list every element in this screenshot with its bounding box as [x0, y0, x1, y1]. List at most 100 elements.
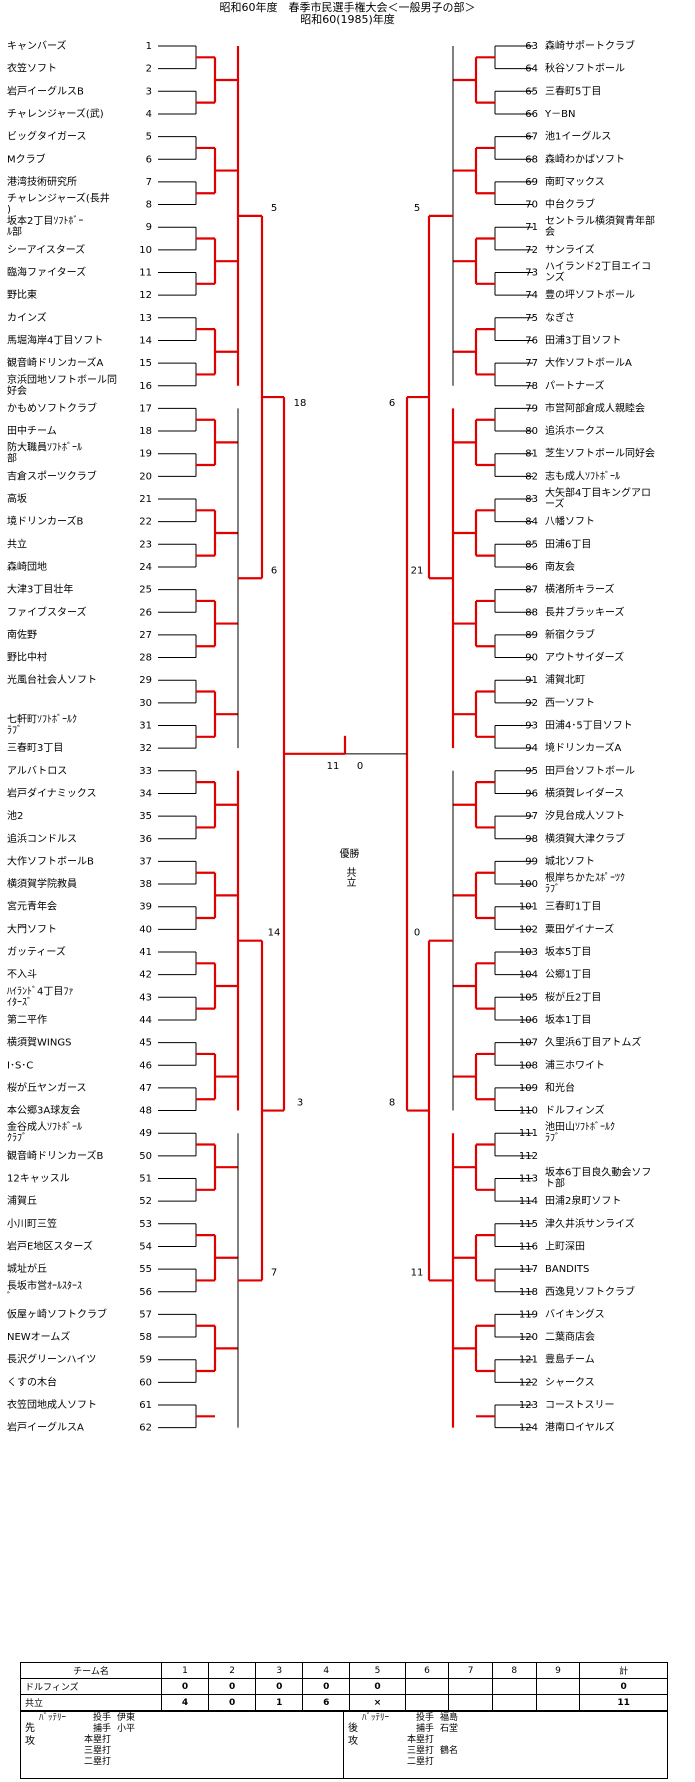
- team-name: 浦三ホワイト: [545, 1058, 605, 1071]
- team-number: 29: [139, 675, 152, 686]
- team-name: 田浦3丁目ソフト: [545, 333, 621, 346]
- team-name: 吉倉スポーツクラブ: [7, 469, 97, 482]
- team-name: 久里浜6丁目アトムズ: [545, 1036, 641, 1049]
- team-number: 12: [139, 290, 152, 301]
- team-name: 横須賀WINGS: [7, 1036, 71, 1049]
- team-number: 54: [139, 1241, 152, 1252]
- team-name: ンズ: [545, 271, 565, 284]
- team-number: 31: [139, 721, 152, 732]
- team-name: 横須賀レイダース: [545, 786, 624, 799]
- team-name: 池1イーグルス: [545, 130, 611, 143]
- team-number: 47: [139, 1083, 152, 1094]
- team-number: 15: [139, 358, 152, 369]
- team-name: ト部: [545, 1177, 565, 1190]
- team-number: 17: [139, 403, 152, 414]
- team-name: ｸﾗﾌﾞ: [7, 1132, 27, 1144]
- team-name: 森崎団地: [7, 560, 47, 573]
- team-name: 和光台: [545, 1081, 575, 1094]
- team-name: 追浜コンドルス: [7, 832, 77, 845]
- round-score: 6: [271, 565, 277, 576]
- team-name: アルバトロス: [7, 765, 67, 777]
- team-name: バイキングス: [545, 1307, 605, 1320]
- team-name: ガッティーズ: [7, 945, 66, 958]
- team-number: 32: [139, 743, 152, 754]
- team-name: 岩戸イーグルスA: [7, 1421, 84, 1434]
- team-name: 衣笠ソフト: [7, 62, 57, 75]
- team-name: 田浦2泉町ソフト: [545, 1194, 621, 1207]
- homerun-row: 本塁打: [39, 1735, 343, 1746]
- team-name: 観音崎ドリンカーズB: [7, 1149, 103, 1162]
- team-number: 40: [139, 924, 152, 935]
- team-name: 三春町3丁目: [7, 742, 63, 754]
- inning-score: 1: [255, 1694, 304, 1711]
- final-score: 11: [327, 761, 340, 772]
- team-name: 七軒町ｿﾌﾄﾎﾞｰﾙｸ: [7, 714, 77, 726]
- team-name: 横須賀学院教員: [7, 877, 77, 890]
- batting-second-side: 後攻 ﾊﾞｯﾃﾘｰ 投手 福島 捕手 石堂 本塁打 三塁打 鶴名 二塁打: [344, 1712, 667, 1778]
- team-name: 岩戸ダイナミックス: [7, 786, 97, 799]
- team-name: カインズ: [7, 311, 47, 324]
- team-name: 志も成人ｿﾌﾄﾎﾞｰﾙ: [545, 469, 620, 482]
- team-number: 26: [139, 607, 152, 618]
- team-number: 59: [139, 1355, 152, 1366]
- inning-score: [535, 1678, 581, 1695]
- round-score: 11: [411, 1267, 424, 1278]
- team-name: 浦賀丘: [7, 1194, 37, 1207]
- team-name: 岩戸イーグルスB: [7, 84, 84, 97]
- team-name: 岩戸E地区スターズ: [7, 1239, 93, 1252]
- team-name: 横須賀大津クラブ: [545, 832, 625, 845]
- line-score-row: ドルフィンズ 0 0 0 0 0 0: [20, 1678, 668, 1695]
- team-name: 西逸見ソフトクラブ: [545, 1285, 635, 1298]
- round-score: 14: [268, 928, 281, 939]
- tournament-year: 昭和60(1985)年度: [300, 13, 395, 26]
- team-number: 50: [139, 1151, 152, 1162]
- homerun-label: 本塁打: [406, 1735, 434, 1745]
- team-name: 野比中村: [7, 651, 47, 664]
- champion-label: 優勝: [339, 849, 360, 860]
- side-label: 後攻: [348, 1723, 358, 1747]
- team-number: 4: [146, 109, 152, 120]
- team-name: 部: [7, 452, 17, 465]
- team-name: 大作ソフトボールA: [545, 356, 632, 369]
- team-number: 34: [139, 788, 152, 799]
- team-name: NEWオームズ: [7, 1330, 70, 1343]
- inning-score: 0: [302, 1678, 351, 1695]
- team-name: 仮屋ヶ崎ソフトクラブ: [7, 1307, 107, 1320]
- round-score: 21: [411, 565, 424, 576]
- team-name: 衣笠団地成人ソフト: [7, 1398, 97, 1411]
- team-number: 62: [139, 1423, 152, 1434]
- tournament-title: 昭和60年度 春季市民選手権大会＜一般男子の部＞: [219, 1, 476, 14]
- round-score: 5: [271, 203, 277, 214]
- team-number: 42: [139, 970, 152, 981]
- team-number: 56: [139, 1287, 152, 1298]
- team-name: 境ドリンカーズB: [7, 515, 83, 528]
- inning-score: [448, 1694, 493, 1711]
- team-name: 大矢部4丁目キングアロ: [545, 486, 651, 499]
- line-score-table: チーム名 1 2 3 4 5 6 7 8 9 計 ドルフィンズ 0 0 0 0 …: [20, 1662, 668, 1711]
- team-name: 港湾技術研究所: [7, 175, 77, 188]
- team-name: 市営阿部倉成人親睦会: [545, 401, 645, 414]
- final-score: 0: [357, 761, 363, 772]
- inning-score: 6: [302, 1694, 351, 1711]
- team-name: ﾞ: [7, 1291, 12, 1303]
- header-inning-8: 8: [491, 1662, 537, 1679]
- team-name: 大作ソフトボールB: [7, 854, 94, 867]
- team-number: 51: [139, 1174, 152, 1185]
- team-name: 城址が丘: [7, 1262, 47, 1275]
- inning-score: [491, 1694, 537, 1711]
- team-name: ーズ: [545, 497, 565, 510]
- triple-label: 三塁打: [406, 1746, 434, 1756]
- team-number: 52: [139, 1196, 152, 1207]
- inning-score: [535, 1694, 581, 1711]
- team-name: 公郷1丁目: [545, 969, 591, 981]
- round-score: 3: [297, 1098, 303, 1109]
- team-name: パートナーズ: [545, 379, 605, 392]
- team-number: 3: [146, 86, 152, 97]
- team-name: 馬堀海岸4丁目ソフト: [7, 333, 103, 346]
- round-score: 5: [414, 203, 420, 214]
- team-name: BANDITS: [545, 1264, 589, 1275]
- team-name: 南町マックス: [545, 175, 605, 188]
- team-number: 61: [139, 1400, 152, 1411]
- team-name: 三春町5丁目: [545, 85, 601, 97]
- team-number: 23: [139, 539, 152, 550]
